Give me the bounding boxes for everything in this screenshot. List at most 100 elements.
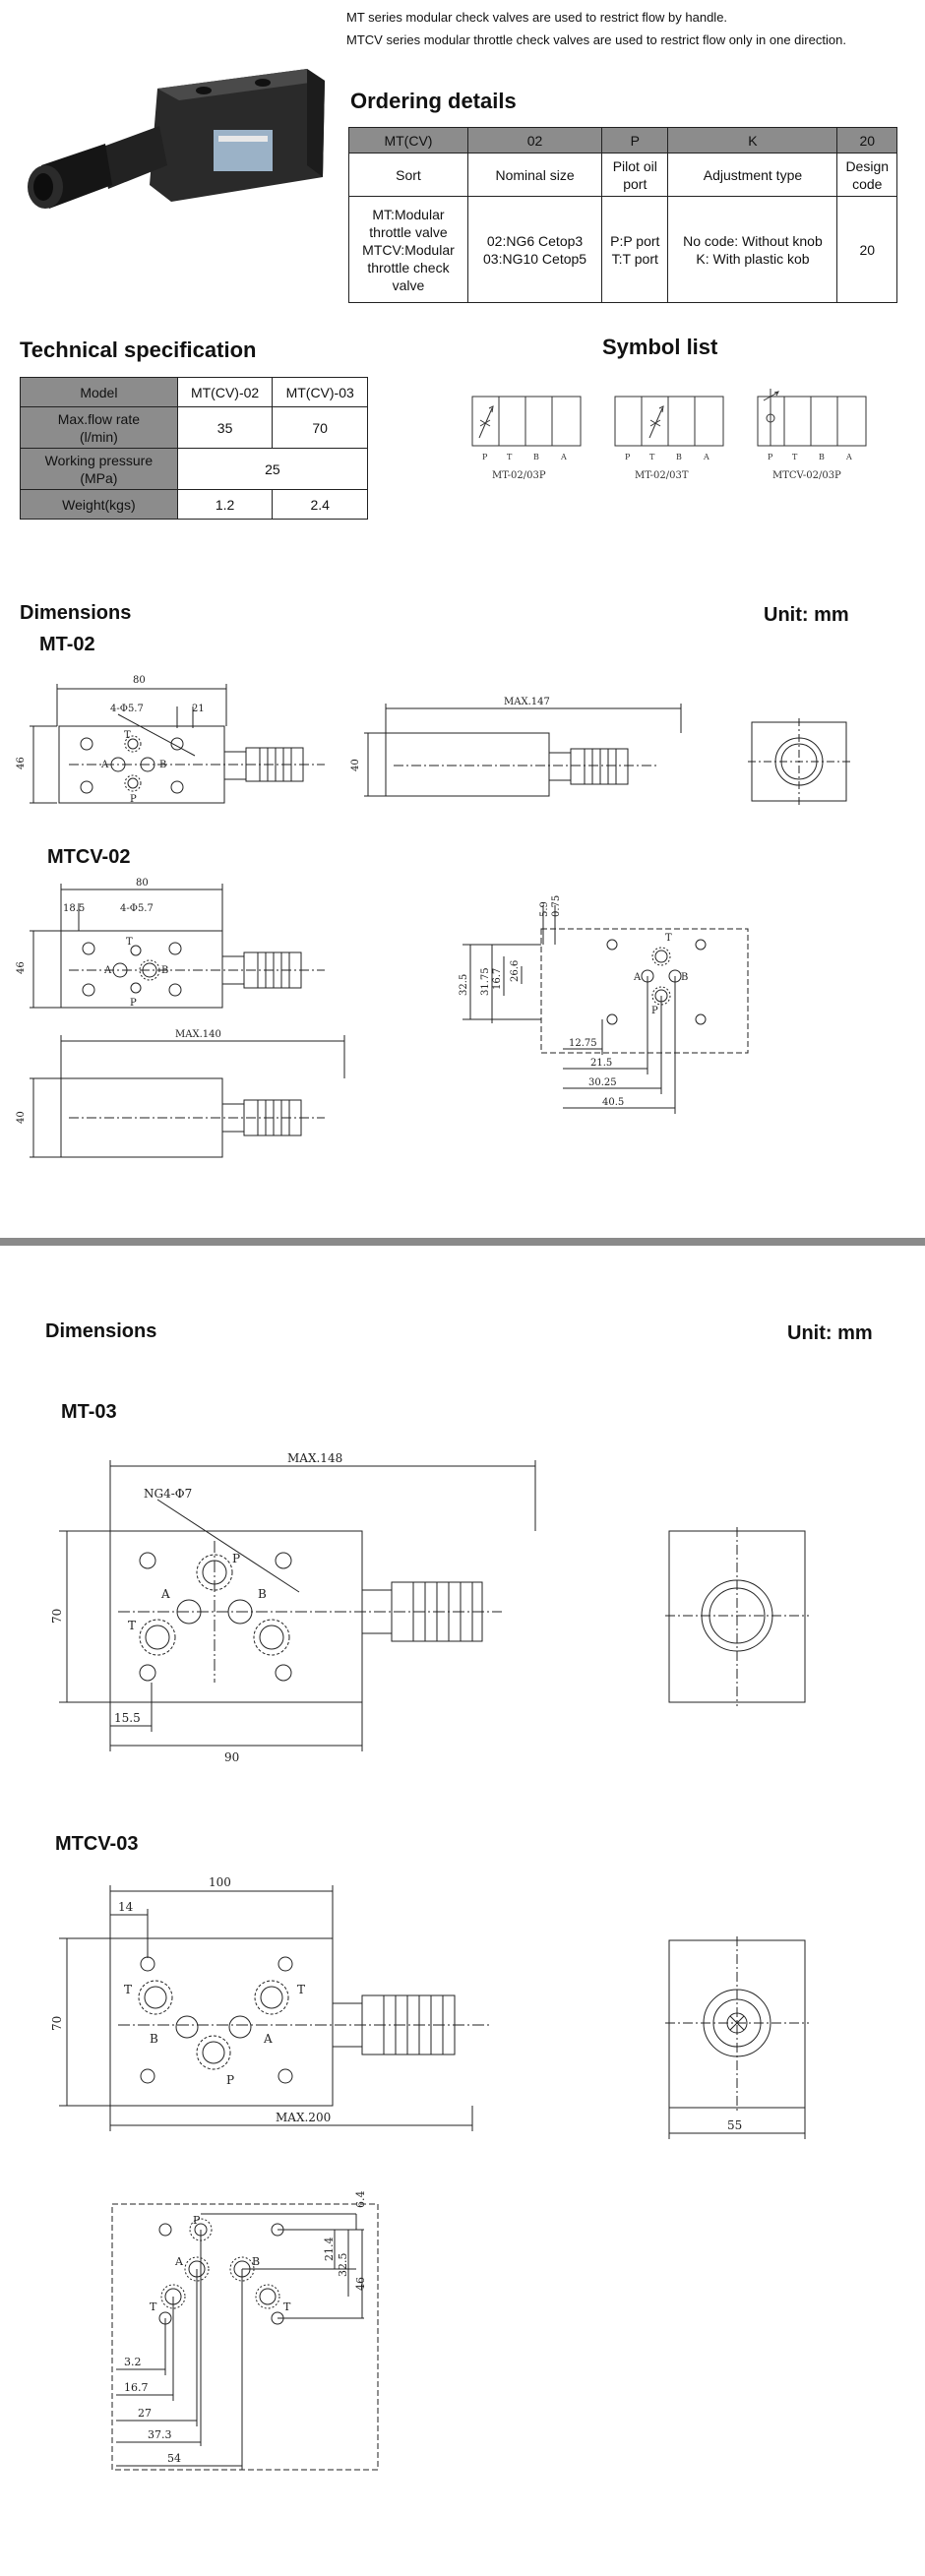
svg-text:T: T <box>792 453 798 461</box>
svg-text:21.4: 21.4 <box>323 2238 336 2262</box>
svg-text:A: A <box>263 2032 273 2046</box>
tech-flow-02: 35 <box>176 406 274 449</box>
tech-weight-02: 1.2 <box>176 489 274 520</box>
intro-text: MT series modular check valves are used … <box>346 6 846 51</box>
mt03-end-drawing <box>665 1527 809 1706</box>
tech-hdr-03: MT(CV)-03 <box>272 377 368 407</box>
mtcv03-top-drawing: 100 14 70 MAX.200 T B A P T <box>50 1875 492 2131</box>
cell-design: 20 <box>836 196 897 303</box>
hdr-adjust: K <box>667 127 838 153</box>
dims1-unit: Unit: mm <box>764 604 849 626</box>
hdr-design: 20 <box>836 127 897 153</box>
svg-text:4-Φ5.7: 4-Φ5.7 <box>110 704 144 714</box>
svg-text:P: P <box>232 1552 240 1565</box>
svg-text:70: 70 <box>50 2016 64 2031</box>
svg-text:12.75: 12.75 <box>569 1038 597 1049</box>
hdr-size: 02 <box>466 127 603 153</box>
mt02-side-drawing: MAX.147 40 <box>350 697 682 797</box>
svg-text:16.7: 16.7 <box>124 2381 149 2394</box>
svg-text:30.25: 30.25 <box>588 1077 617 1088</box>
svg-text:B: B <box>161 965 168 976</box>
svg-text:27: 27 <box>138 2407 152 2420</box>
svg-text:5.9: 5.9 <box>539 901 550 917</box>
tech-hdr-02: MT(CV)-02 <box>176 377 274 407</box>
svg-text:4-Φ5.7: 4-Φ5.7 <box>120 903 154 914</box>
svg-text:55: 55 <box>727 2118 742 2132</box>
svg-text:MAX.147: MAX.147 <box>504 697 550 707</box>
hdr-sort: MT(CV) <box>348 127 468 153</box>
mtcv02-side-drawing: MAX.140 40 <box>16 1029 345 1158</box>
label-sort: Sort <box>348 153 468 197</box>
svg-text:A: A <box>560 453 567 461</box>
svg-text:P: P <box>651 1006 658 1016</box>
svg-text:21: 21 <box>192 704 205 714</box>
label-adjust: Adjustment type <box>667 153 838 197</box>
symbol-label-2: MT-02/03T <box>635 470 689 481</box>
svg-text:T: T <box>283 2300 291 2313</box>
svg-text:A: A <box>100 760 109 770</box>
svg-text:26.6: 26.6 <box>510 960 521 982</box>
mtcv02-label: MTCV-02 <box>47 846 131 868</box>
svg-text:0.75: 0.75 <box>551 895 562 917</box>
tech-press-label: Working pressure(MPa) <box>20 448 178 490</box>
svg-text:14: 14 <box>118 1900 134 1914</box>
symbol-mt-t <box>614 396 724 447</box>
symbol-title: Symbol list <box>602 335 718 359</box>
dims1-title: Dimensions <box>20 602 132 624</box>
svg-text:32.5: 32.5 <box>337 2253 349 2278</box>
svg-text:6.4: 6.4 <box>354 2191 367 2209</box>
label-port: Pilot oil port <box>601 153 669 197</box>
svg-text:37.3: 37.3 <box>148 2428 172 2441</box>
symbol-label-3: MTCV-02/03P <box>772 470 841 481</box>
svg-text:T: T <box>128 1619 136 1632</box>
svg-text:T: T <box>124 730 131 741</box>
mt02-label: MT-02 <box>39 634 95 655</box>
svg-text:A: A <box>845 453 852 461</box>
symbol-mtcv-p <box>757 389 867 447</box>
mt02-top-drawing: 80 4-Φ5.7 21 46 T A B P <box>16 675 325 805</box>
symbol-label-1: MT-02/03P <box>492 470 546 481</box>
mtcv03-pattern-drawing: 6.4 21.4 32.5 46 3.2 16.7 27 37.3 54 P A… <box>111 2191 379 2471</box>
svg-text:90: 90 <box>224 1750 239 1764</box>
svg-text:21.5: 21.5 <box>590 1058 612 1069</box>
ordering-table: MT(CV) 02 P K 20 Sort Nominal size Pilot… <box>348 127 897 303</box>
svg-text:70: 70 <box>50 1609 64 1624</box>
section-divider <box>0 1238 925 1246</box>
svg-text:A: A <box>103 965 112 976</box>
mtcv03-label: MTCV-03 <box>55 1833 139 1855</box>
svg-text:P: P <box>193 2214 201 2227</box>
svg-text:80: 80 <box>133 675 146 686</box>
hdr-port: P <box>601 127 669 153</box>
mt03-label: MT-03 <box>61 1401 117 1423</box>
svg-text:T: T <box>297 1983 305 1996</box>
label-design: Design code <box>836 153 897 197</box>
svg-text:B: B <box>681 972 688 983</box>
svg-text:T: T <box>665 933 672 944</box>
svg-text:P: P <box>768 453 773 461</box>
svg-text:T: T <box>150 2300 157 2313</box>
svg-text:MAX.148: MAX.148 <box>287 1451 342 1465</box>
svg-text:A: A <box>160 1587 170 1601</box>
svg-text:T: T <box>507 453 513 461</box>
svg-text:A: A <box>703 453 709 461</box>
dims2-title: Dimensions <box>45 1320 157 1342</box>
mt02-end-drawing <box>748 718 850 805</box>
tech-weight-03: 2.4 <box>272 489 368 520</box>
svg-text:NG4-Φ7: NG4-Φ7 <box>144 1487 192 1501</box>
tech-flow-label: Max.flow rate(l/min) <box>20 406 178 449</box>
svg-text:T: T <box>649 453 655 461</box>
svg-text:46: 46 <box>16 757 27 769</box>
svg-text:P: P <box>130 794 137 805</box>
svg-text:P: P <box>226 2073 234 2087</box>
svg-text:B: B <box>533 453 539 461</box>
svg-text:P: P <box>625 453 631 461</box>
ordering-title: Ordering details <box>350 89 517 113</box>
svg-text:B: B <box>252 2255 260 2268</box>
svg-text:MAX.140: MAX.140 <box>175 1029 221 1040</box>
svg-text:B: B <box>258 1587 267 1601</box>
